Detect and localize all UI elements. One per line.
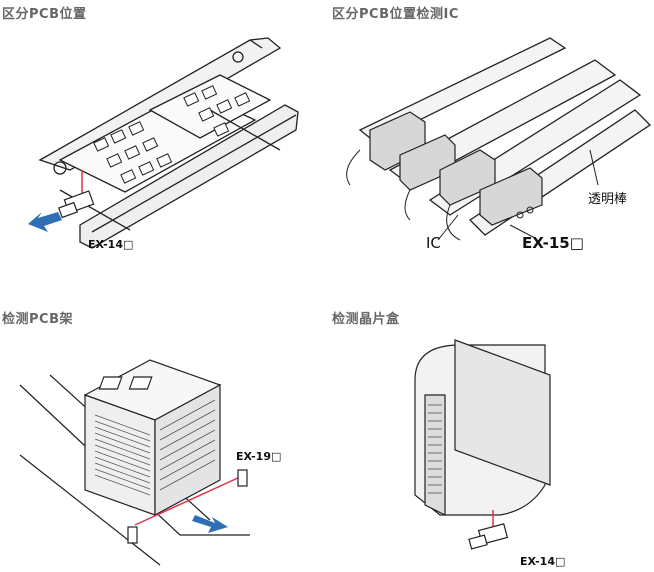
ic-rail-illustration: [346, 37, 652, 241]
panel-title: 检测晶片盒: [332, 312, 400, 327]
panel-pcb-rack: 检测PCB架: [0, 305, 320, 572]
panel-ic-detection: 区分PCB位置检测IC 透明棒 IC EX-15□: [330, 0, 654, 290]
panel-pcb-position: 区分PCB位置: [0, 0, 320, 290]
sensor-label: EX-14□: [520, 555, 566, 568]
pcb-conveyor-illustration: [28, 37, 299, 249]
ic-label: IC: [426, 234, 441, 252]
panel-title: 区分PCB位置: [2, 7, 87, 22]
transparent-rod-label: 透明棒: [588, 192, 628, 207]
panel-wafer-cassette: 检测晶片盒 EX-14□: [330, 305, 654, 572]
panel-title: 检测PCB架: [2, 312, 73, 327]
sensor-label: EX-19□: [236, 450, 282, 463]
sensor-label: EX-14□: [88, 238, 134, 251]
panel-title: 区分PCB位置检测IC: [332, 7, 459, 22]
sensor-label: EX-15□: [522, 234, 584, 252]
pcb-rack-illustration: [19, 359, 250, 566]
wafer-cassette-illustration: [414, 339, 551, 550]
